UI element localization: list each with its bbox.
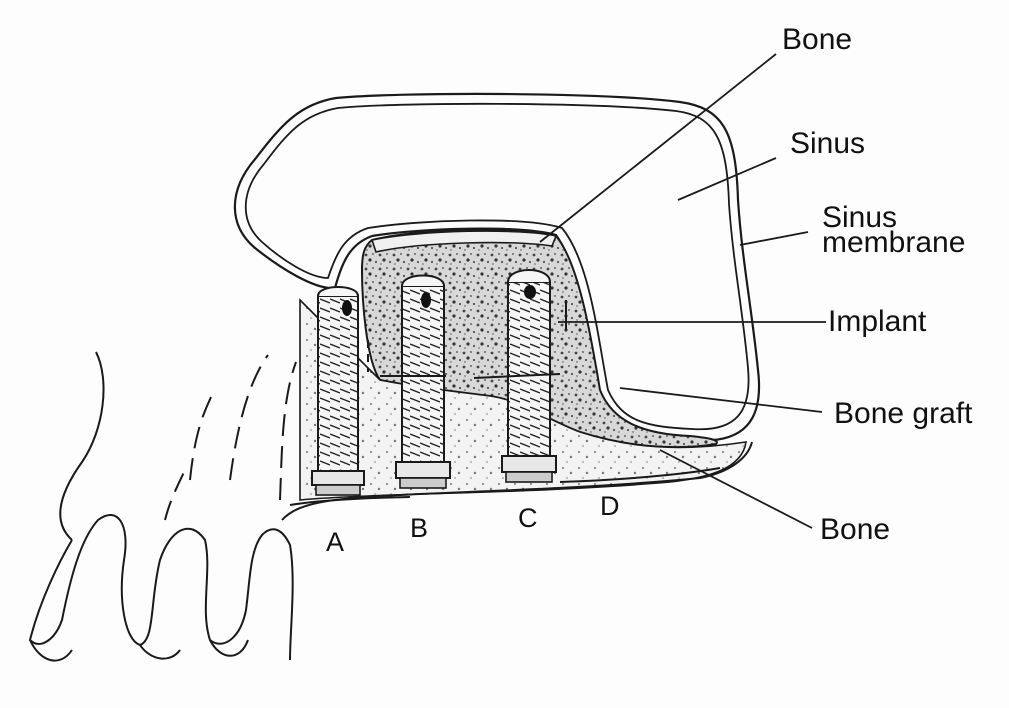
letter-b: B	[410, 514, 428, 542]
label-implant: Implant	[828, 308, 926, 336]
letter-c: C	[518, 504, 538, 532]
label-sinus: Sinus	[790, 130, 865, 158]
implant-b	[396, 276, 450, 489]
letter-d: D	[600, 492, 620, 520]
label-sinus-membrane-line2: membrane	[822, 230, 965, 256]
leader-bone-graft	[620, 388, 822, 412]
label-bone-graft: Bone graft	[834, 400, 972, 428]
leader-sinus	[678, 158, 776, 200]
letter-a: A	[326, 528, 344, 556]
implant-a	[312, 287, 364, 495]
label-bone-top: Bone	[782, 26, 852, 54]
label-sinus-membrane: Sinus membrane	[822, 206, 965, 256]
leader-bone-top	[540, 54, 776, 242]
teeth-outline	[30, 352, 296, 661]
leader-sinus-membrane	[740, 232, 808, 245]
label-bone-bottom: Bone	[820, 516, 890, 544]
